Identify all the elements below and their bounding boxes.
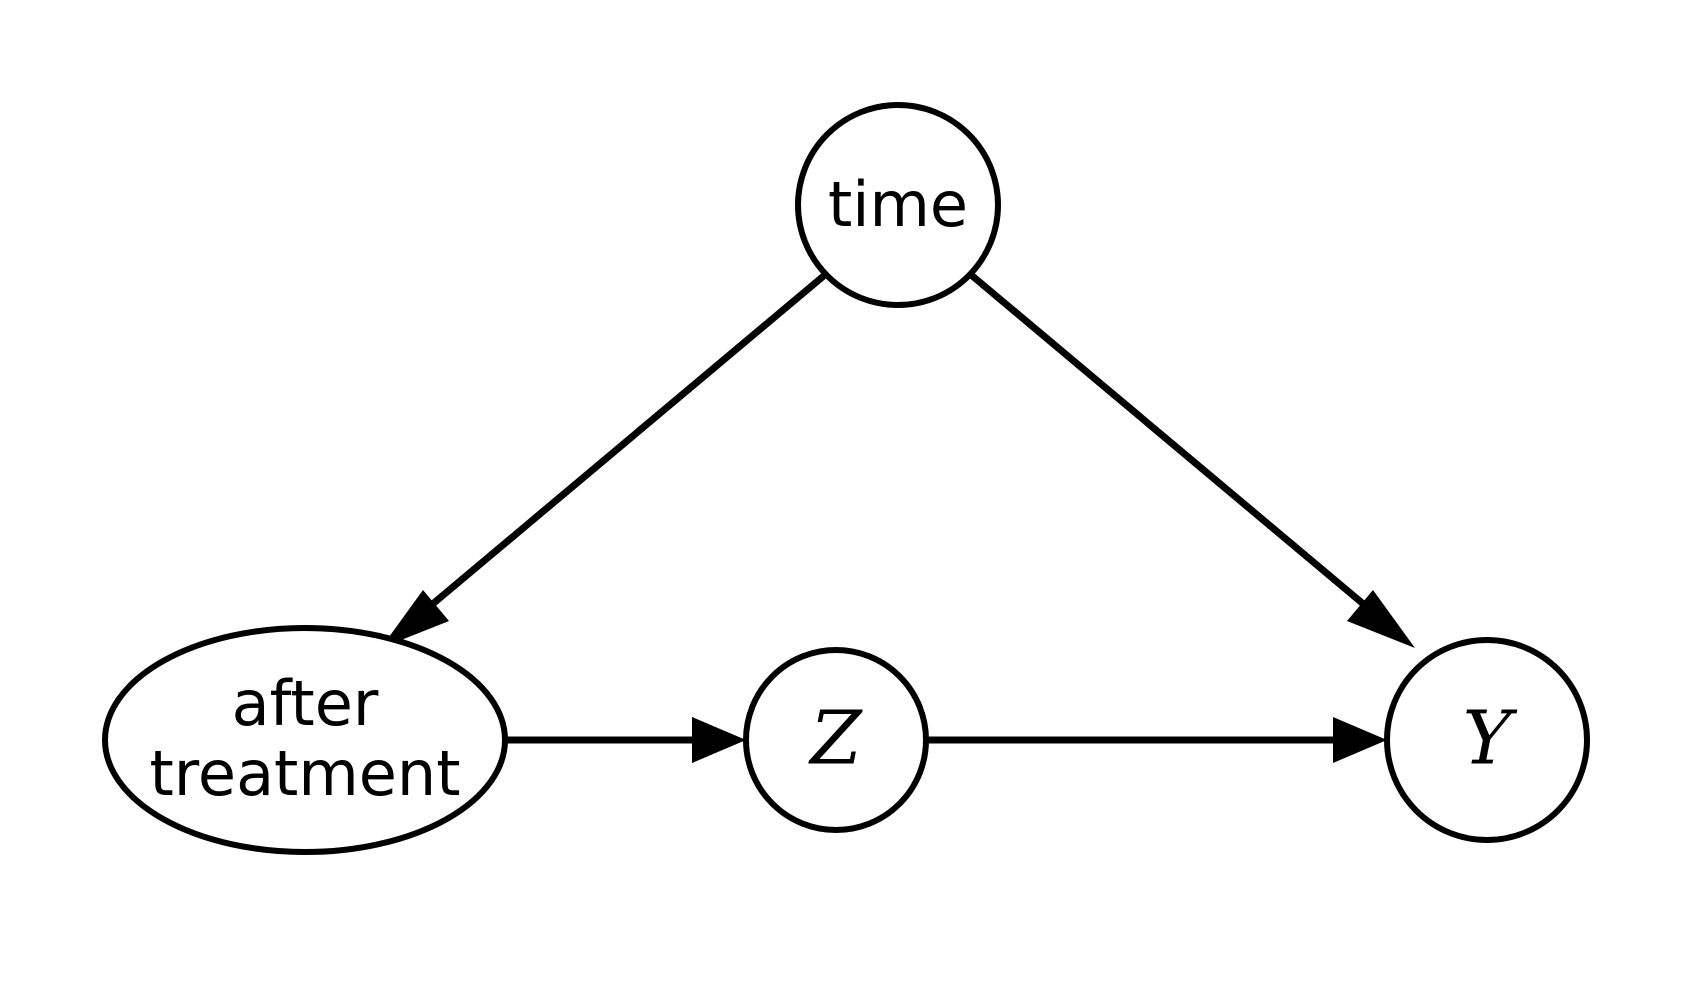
edge-time-to-Y xyxy=(967,271,1415,648)
edge-line-time-Y xyxy=(967,271,1389,626)
node-time-circle[interactable] xyxy=(795,102,1001,308)
node-Z-label: Z xyxy=(808,695,863,781)
arrowhead-after-treatment-Z xyxy=(692,717,746,763)
node-time-label: time xyxy=(828,168,968,241)
node-after-treatment-label-line2: treatment xyxy=(149,737,460,810)
arrowhead-Z-Y xyxy=(1333,717,1387,763)
node-time[interactable]: time xyxy=(795,102,1001,308)
node-Y-label: Y xyxy=(1463,695,1518,781)
arrowhead-time-after-treatment xyxy=(381,590,449,648)
node-after-treatment-ellipse[interactable] xyxy=(102,625,508,855)
node-Y-circle[interactable] xyxy=(1384,637,1590,843)
node-Z[interactable]: Z xyxy=(743,647,929,833)
node-Z-circle[interactable] xyxy=(743,647,929,833)
edge-time-to-after-treatment xyxy=(381,271,829,648)
node-after-treatment-label-line1: after xyxy=(232,667,379,740)
node-Y[interactable]: Y xyxy=(1384,637,1590,843)
edge-line-time-after-treatment xyxy=(407,271,829,626)
edge-Z-to-Y xyxy=(926,717,1387,763)
node-after-treatment[interactable]: after treatment xyxy=(102,625,508,855)
arrowhead-time-Y xyxy=(1347,590,1415,648)
edge-after-treatment-to-Z xyxy=(505,717,746,763)
